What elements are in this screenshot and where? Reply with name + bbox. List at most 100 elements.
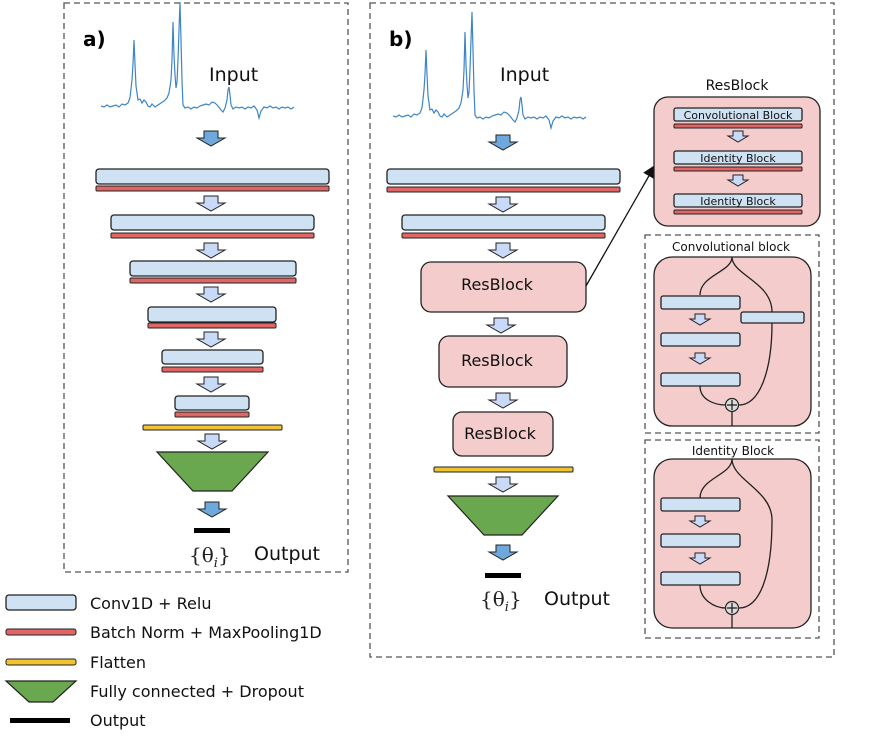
output-label: Output xyxy=(254,543,320,565)
wire xyxy=(738,519,773,609)
batchnorm-layer xyxy=(110,232,315,239)
arrow-icon xyxy=(196,195,226,212)
arrow-icon xyxy=(488,242,518,259)
wire xyxy=(699,256,733,296)
flatten-layer xyxy=(142,424,283,431)
legend-item-fc: Fully connected + Dropout xyxy=(4,680,304,703)
identity-block-border xyxy=(644,439,820,639)
conv-layer xyxy=(110,214,315,231)
input-spectrum xyxy=(392,11,587,129)
resblock-3 xyxy=(452,411,554,457)
conv-block-border xyxy=(644,234,820,434)
batchnorm-layer xyxy=(161,366,264,373)
legend-item-output: Output xyxy=(10,711,146,730)
resblock-detail: ResBlock Convolutional Block Identity Bl… xyxy=(653,78,821,227)
conv-layer xyxy=(660,497,741,512)
legend: Conv1D + Relu Batch Norm + MaxPooling1D … xyxy=(4,594,322,730)
arrow-icon xyxy=(196,130,226,147)
wire xyxy=(699,458,733,499)
conv-layer xyxy=(95,168,330,185)
conv-block-item xyxy=(673,107,803,122)
arrow-icon xyxy=(196,242,226,259)
batchnorm-layer xyxy=(401,232,606,239)
conv-layer xyxy=(174,395,250,411)
panel-b-border xyxy=(369,2,835,658)
batchnorm-layer xyxy=(147,322,277,329)
conv-layer xyxy=(660,571,741,586)
wire xyxy=(699,584,727,609)
conv-block-title: Convolutional block xyxy=(672,240,790,254)
panel-a-label: a) xyxy=(83,27,106,51)
resblock-label: ResBlock xyxy=(461,275,534,294)
input-label: Input xyxy=(500,64,549,86)
resblock-label: ResBlock xyxy=(461,351,534,370)
legend-swatch-flatten xyxy=(5,658,77,666)
arrow-icon xyxy=(486,317,516,334)
conv-block-detail: Convolutional block xyxy=(644,234,820,434)
arrow-icon xyxy=(196,286,226,303)
identity-block-item xyxy=(673,193,803,208)
arrow-icon xyxy=(488,196,518,213)
conv-layer xyxy=(660,295,741,310)
identity-block-title: Identity Block xyxy=(692,444,774,458)
panel-a-border xyxy=(63,2,349,573)
input-label: Input xyxy=(209,64,258,86)
wire xyxy=(731,458,773,521)
batchnorm-layer xyxy=(673,123,803,129)
conv-layer xyxy=(161,349,264,365)
output-layer xyxy=(194,528,230,533)
batchnorm-layer xyxy=(673,166,803,172)
arrow-icon xyxy=(488,476,518,493)
conv-layer xyxy=(660,533,741,548)
legend-swatch-conv xyxy=(5,594,77,611)
input-spectrum xyxy=(100,1,295,119)
panel-b-label: b) xyxy=(389,27,412,51)
arrow-icon xyxy=(196,331,226,348)
panel-a: a) Input {θi} Output xyxy=(63,1,349,573)
arrow-icon xyxy=(488,392,518,409)
legend-label: Conv1D + Relu xyxy=(90,594,211,613)
arrow-icon xyxy=(197,501,227,518)
legend-swatch-output xyxy=(10,718,70,723)
legend-swatch-fc xyxy=(4,680,78,703)
legend-label: Fully connected + Dropout xyxy=(90,682,304,701)
resblock-item-label: Identity Block xyxy=(700,195,776,208)
conv-layer xyxy=(129,260,297,277)
arrow-icon xyxy=(488,134,518,151)
output-layer xyxy=(485,573,521,578)
arrow-icon xyxy=(488,544,518,561)
output-symbol: {θi} xyxy=(480,587,522,615)
svg-text:{θi}: {θi} xyxy=(480,587,522,615)
legend-label: Batch Norm + MaxPooling1D xyxy=(90,623,322,642)
conv-layer xyxy=(147,306,277,323)
add-icon xyxy=(724,397,740,413)
conv-layer xyxy=(660,372,741,387)
batchnorm-layer xyxy=(95,185,330,192)
batchnorm-layer xyxy=(174,411,250,418)
output-symbol: {θi} xyxy=(189,543,231,571)
fully-connected-layer xyxy=(155,451,270,492)
identity-block-item xyxy=(673,150,803,165)
legend-item-conv: Conv1D + Relu xyxy=(5,594,211,613)
svg-text:{θi}: {θi} xyxy=(189,543,231,571)
batchnorm-layer xyxy=(129,277,297,284)
legend-swatch-batchnorm xyxy=(5,628,77,636)
resblock-item-label: Identity Block xyxy=(700,152,776,165)
legend-label: Output xyxy=(90,711,146,730)
arrow-icon xyxy=(197,433,227,450)
expand-arrow xyxy=(585,164,656,287)
resblock-item-label: Convolutional Block xyxy=(684,109,793,122)
panel-b: b) Input ResBlock ResBlock ResBlock {θi}… xyxy=(369,2,835,658)
wire xyxy=(738,322,773,406)
resblock-1 xyxy=(420,261,587,313)
conv-layer xyxy=(386,168,621,185)
flatten-layer xyxy=(433,466,574,473)
add-icon xyxy=(724,600,740,616)
legend-label: Flatten xyxy=(90,653,146,672)
fully-connected-layer xyxy=(446,495,560,536)
legend-item-batchnorm: Batch Norm + MaxPooling1D xyxy=(5,623,322,642)
batchnorm-layer xyxy=(673,209,803,215)
arrow-icon xyxy=(196,376,226,393)
batchnorm-layer xyxy=(386,186,621,193)
